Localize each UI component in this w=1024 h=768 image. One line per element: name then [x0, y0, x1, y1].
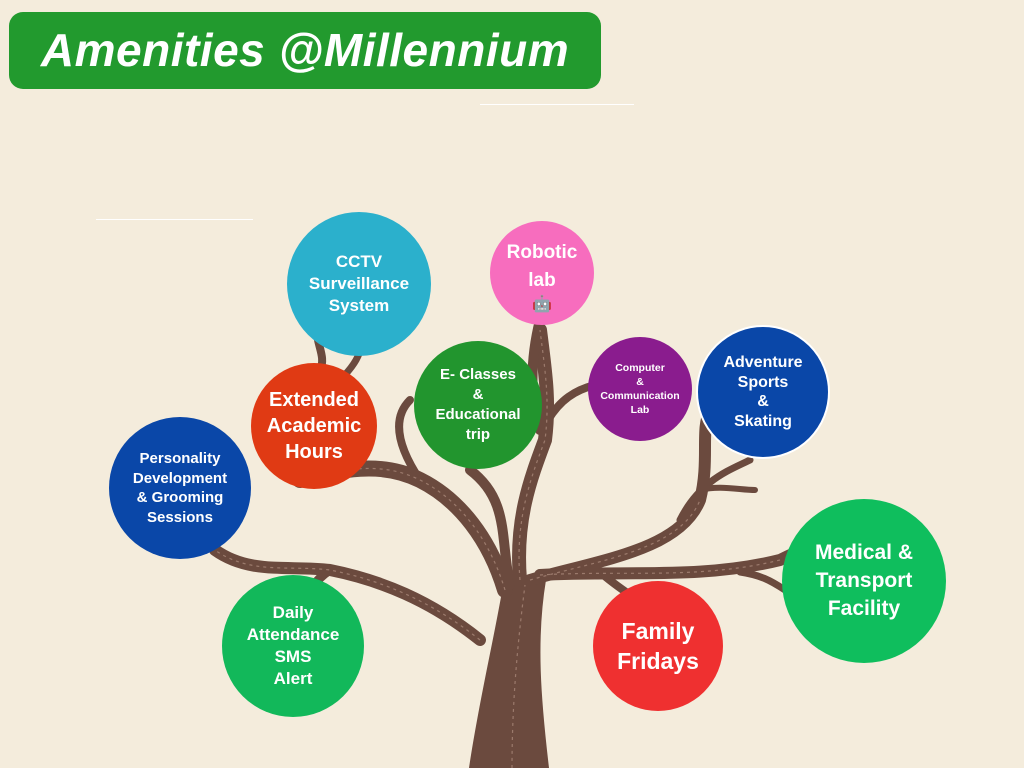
branch: [395, 396, 424, 484]
amenity-medical-transport: Medical & Transport Facility: [782, 499, 946, 663]
amenity-cctv: CCTV Surveillance System: [287, 212, 431, 356]
page-title: Amenities @Millennium: [9, 12, 601, 89]
robot-icon: 🤖: [532, 296, 552, 313]
amenity-robotic-lab: Robotic lab 🤖: [490, 221, 594, 325]
branch: [465, 465, 515, 590]
amenity-family-fridays: Family Fridays: [593, 581, 723, 711]
amenity-label: Extended Academic Hours: [266, 389, 362, 463]
amenity-label: Robotic lab: [506, 242, 578, 291]
amenity-computer-lab: Computer & Communication Lab: [588, 337, 692, 441]
amenity-label: Adventure Sports & Skating: [723, 354, 803, 430]
amenity-daily-attendance: Daily Attendance SMS Alert: [222, 575, 364, 717]
amenity-label: Personality Development & Grooming Sessi…: [132, 450, 228, 526]
trunk: [468, 579, 550, 768]
divider: [480, 104, 634, 105]
amenity-label: Daily Attendance SMS Alert: [246, 603, 340, 688]
branch: [736, 568, 789, 594]
branch: [676, 456, 754, 524]
amenity-e-classes: E- Classes & Educational trip: [414, 341, 542, 469]
branch: [512, 323, 555, 587]
amenity-label: CCTV Surveillance System: [308, 252, 410, 315]
amenity-label: Medical & Transport Facility: [814, 541, 914, 620]
amenity-extended-hours: Extended Academic Hours: [251, 363, 377, 489]
amenity-label: Family Fridays: [617, 618, 699, 674]
amenity-adventure-sports: Adventure Sports & Skating: [696, 325, 830, 459]
branch: [697, 484, 758, 493]
divider: [96, 219, 253, 220]
amenity-label: Computer & Communication Lab: [600, 362, 680, 416]
amenity-label: E- Classes & Educational trip: [435, 366, 521, 443]
amenity-personality-development: Personality Development & Grooming Sessi…: [109, 417, 251, 559]
